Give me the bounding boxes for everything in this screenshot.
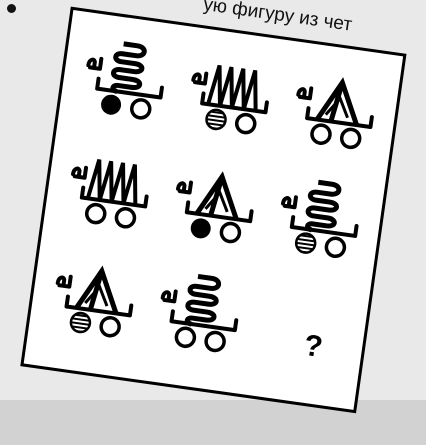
puzzle-illustration: [0, 0, 426, 445]
